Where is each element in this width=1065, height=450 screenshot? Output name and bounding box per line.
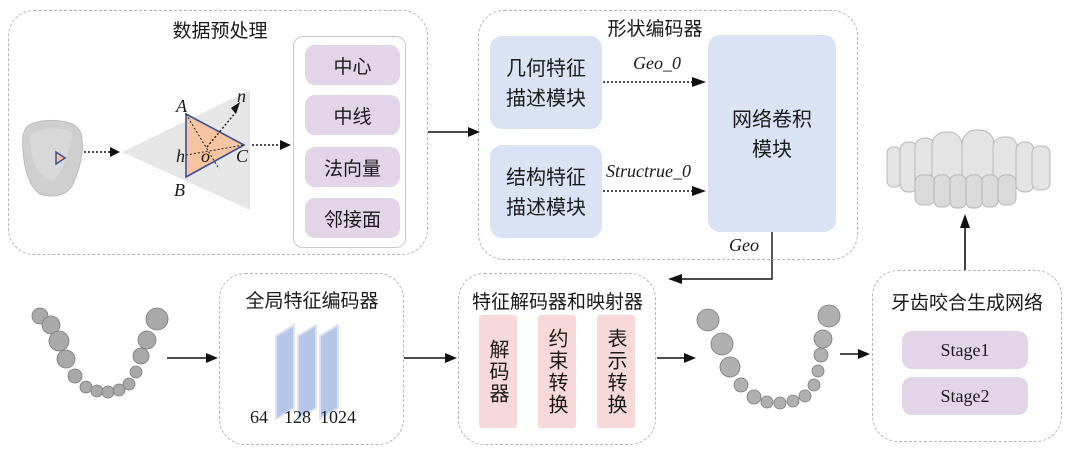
feature-normal: 法向量 [305, 147, 400, 187]
representation-transform-block: 表示转换 [597, 315, 635, 428]
representation-transform-label: 表示转换 [604, 327, 628, 416]
decoder-block: 解码器 [479, 315, 517, 428]
dental-arch-input-image [31, 307, 169, 399]
global-encoder-title: 全局特征编码器 [245, 290, 379, 312]
occlusion-net-title: 牙齿咬合生成网络 [890, 292, 1043, 314]
decoder-block-label: 解码器 [486, 338, 510, 405]
feature-adjacent-faces: 邻接面 [305, 198, 400, 238]
struct-module-line-1: 结构特征 [506, 164, 586, 189]
struct-module-line-2: 描述模块 [506, 194, 586, 219]
shape-encoder-title: 形状编码器 [607, 18, 703, 40]
normal-arrow-icon [231, 102, 240, 114]
graph-conv-module: 网络卷积 模块 [708, 35, 836, 232]
vertex-o-label: o [201, 146, 210, 166]
dental-arch-output-image [696, 304, 841, 410]
normal-n-label: n [237, 86, 246, 106]
dim-1024-label: 1024 [320, 407, 356, 427]
geo-output-label: Geo [729, 235, 759, 255]
feature-midline: 中线 [305, 95, 400, 135]
preprocess-panel [8, 10, 428, 255]
occlusion-net-panel [872, 270, 1062, 442]
global-encoder-panel [219, 273, 404, 445]
vertex-b-label: B [174, 180, 185, 200]
struct-feature-module: 结构特征 描述模块 [490, 145, 602, 238]
geo0-label: Geo_0 [633, 53, 681, 73]
shape-encoder-panel [478, 10, 858, 260]
geo-module-line-2: 描述模块 [506, 85, 586, 110]
conv-module-line-2: 模块 [752, 136, 792, 161]
dim-128-label: 128 [284, 407, 311, 427]
structure0-label: Structrue_0 [606, 161, 691, 181]
vertex-h-label: h [176, 146, 185, 166]
stage1-block: Stage1 [902, 331, 1028, 369]
dim-64-label: 64 [250, 407, 268, 427]
mesh-face-triangle [185, 112, 246, 179]
constraint-transform-label: 约束转换 [545, 327, 569, 416]
features-panel [293, 36, 406, 248]
feature-planes-icon [275, 323, 339, 421]
constraint-transform-block: 约束转换 [538, 315, 576, 428]
preprocess-title: 数据预处理 [172, 20, 268, 42]
occluded-teeth-image [886, 129, 1051, 209]
conv-module-line-1: 网络卷积 [732, 106, 812, 131]
decoder-mapper-panel [458, 273, 656, 445]
geo-feature-module: 几何特征 描述模块 [490, 36, 602, 129]
vertex-c-label: C [236, 146, 249, 166]
tooth-mesh-shade [30, 128, 72, 181]
mini-triangle-icon [55, 150, 67, 166]
decoder-mapper-title: 特征解码器和映射器 [471, 291, 643, 313]
stage2-block: Stage2 [902, 377, 1028, 415]
geo-module-line-1: 几何特征 [506, 55, 586, 80]
arrow-geo-to-decoder [680, 230, 773, 280]
feature-center: 中心 [305, 45, 400, 85]
vertex-a-label: A [176, 96, 187, 116]
